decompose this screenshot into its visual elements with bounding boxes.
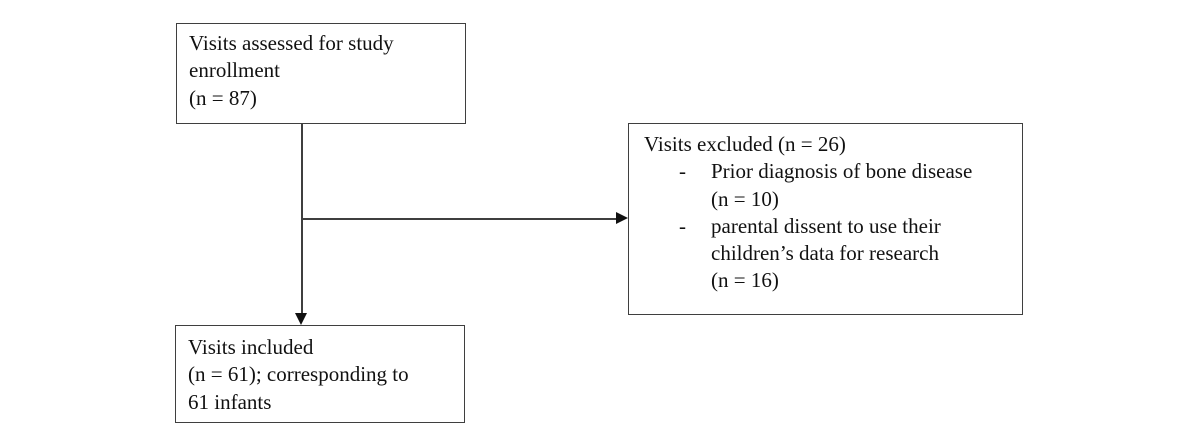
connector-line-vertical — [301, 123, 303, 314]
excluded-reason-text: parental dissent to use their children’s… — [711, 213, 941, 293]
visits-excluded-title: Visits excluded (n = 26) — [644, 132, 846, 156]
dash-bullet: - — [679, 159, 686, 184]
excluded-reasons-list: - Prior diagnosis of bone disease (n = 1… — [644, 158, 1012, 294]
arrowhead-right-icon — [616, 212, 628, 224]
excluded-reason-text: Prior diagnosis of bone disease (n = 10) — [711, 159, 973, 211]
excluded-reason-item: - Prior diagnosis of bone disease (n = 1… — [644, 158, 1012, 213]
dash-bullet: - — [679, 213, 686, 238]
box-visits-included: Visits included (n = 61); corresponding … — [175, 325, 465, 423]
box-visits-excluded: Visits excluded (n = 26) - Prior diagnos… — [628, 123, 1023, 315]
connector-line-horizontal — [302, 218, 617, 220]
visits-assessed-text: Visits assessed for study enrollment (n … — [189, 31, 394, 110]
arrowhead-down-icon — [295, 313, 307, 325]
visits-included-text: Visits included (n = 61); corresponding … — [188, 335, 409, 414]
box-visits-assessed: Visits assessed for study enrollment (n … — [176, 23, 466, 124]
excluded-reason-item: - parental dissent to use their children… — [644, 213, 1012, 295]
